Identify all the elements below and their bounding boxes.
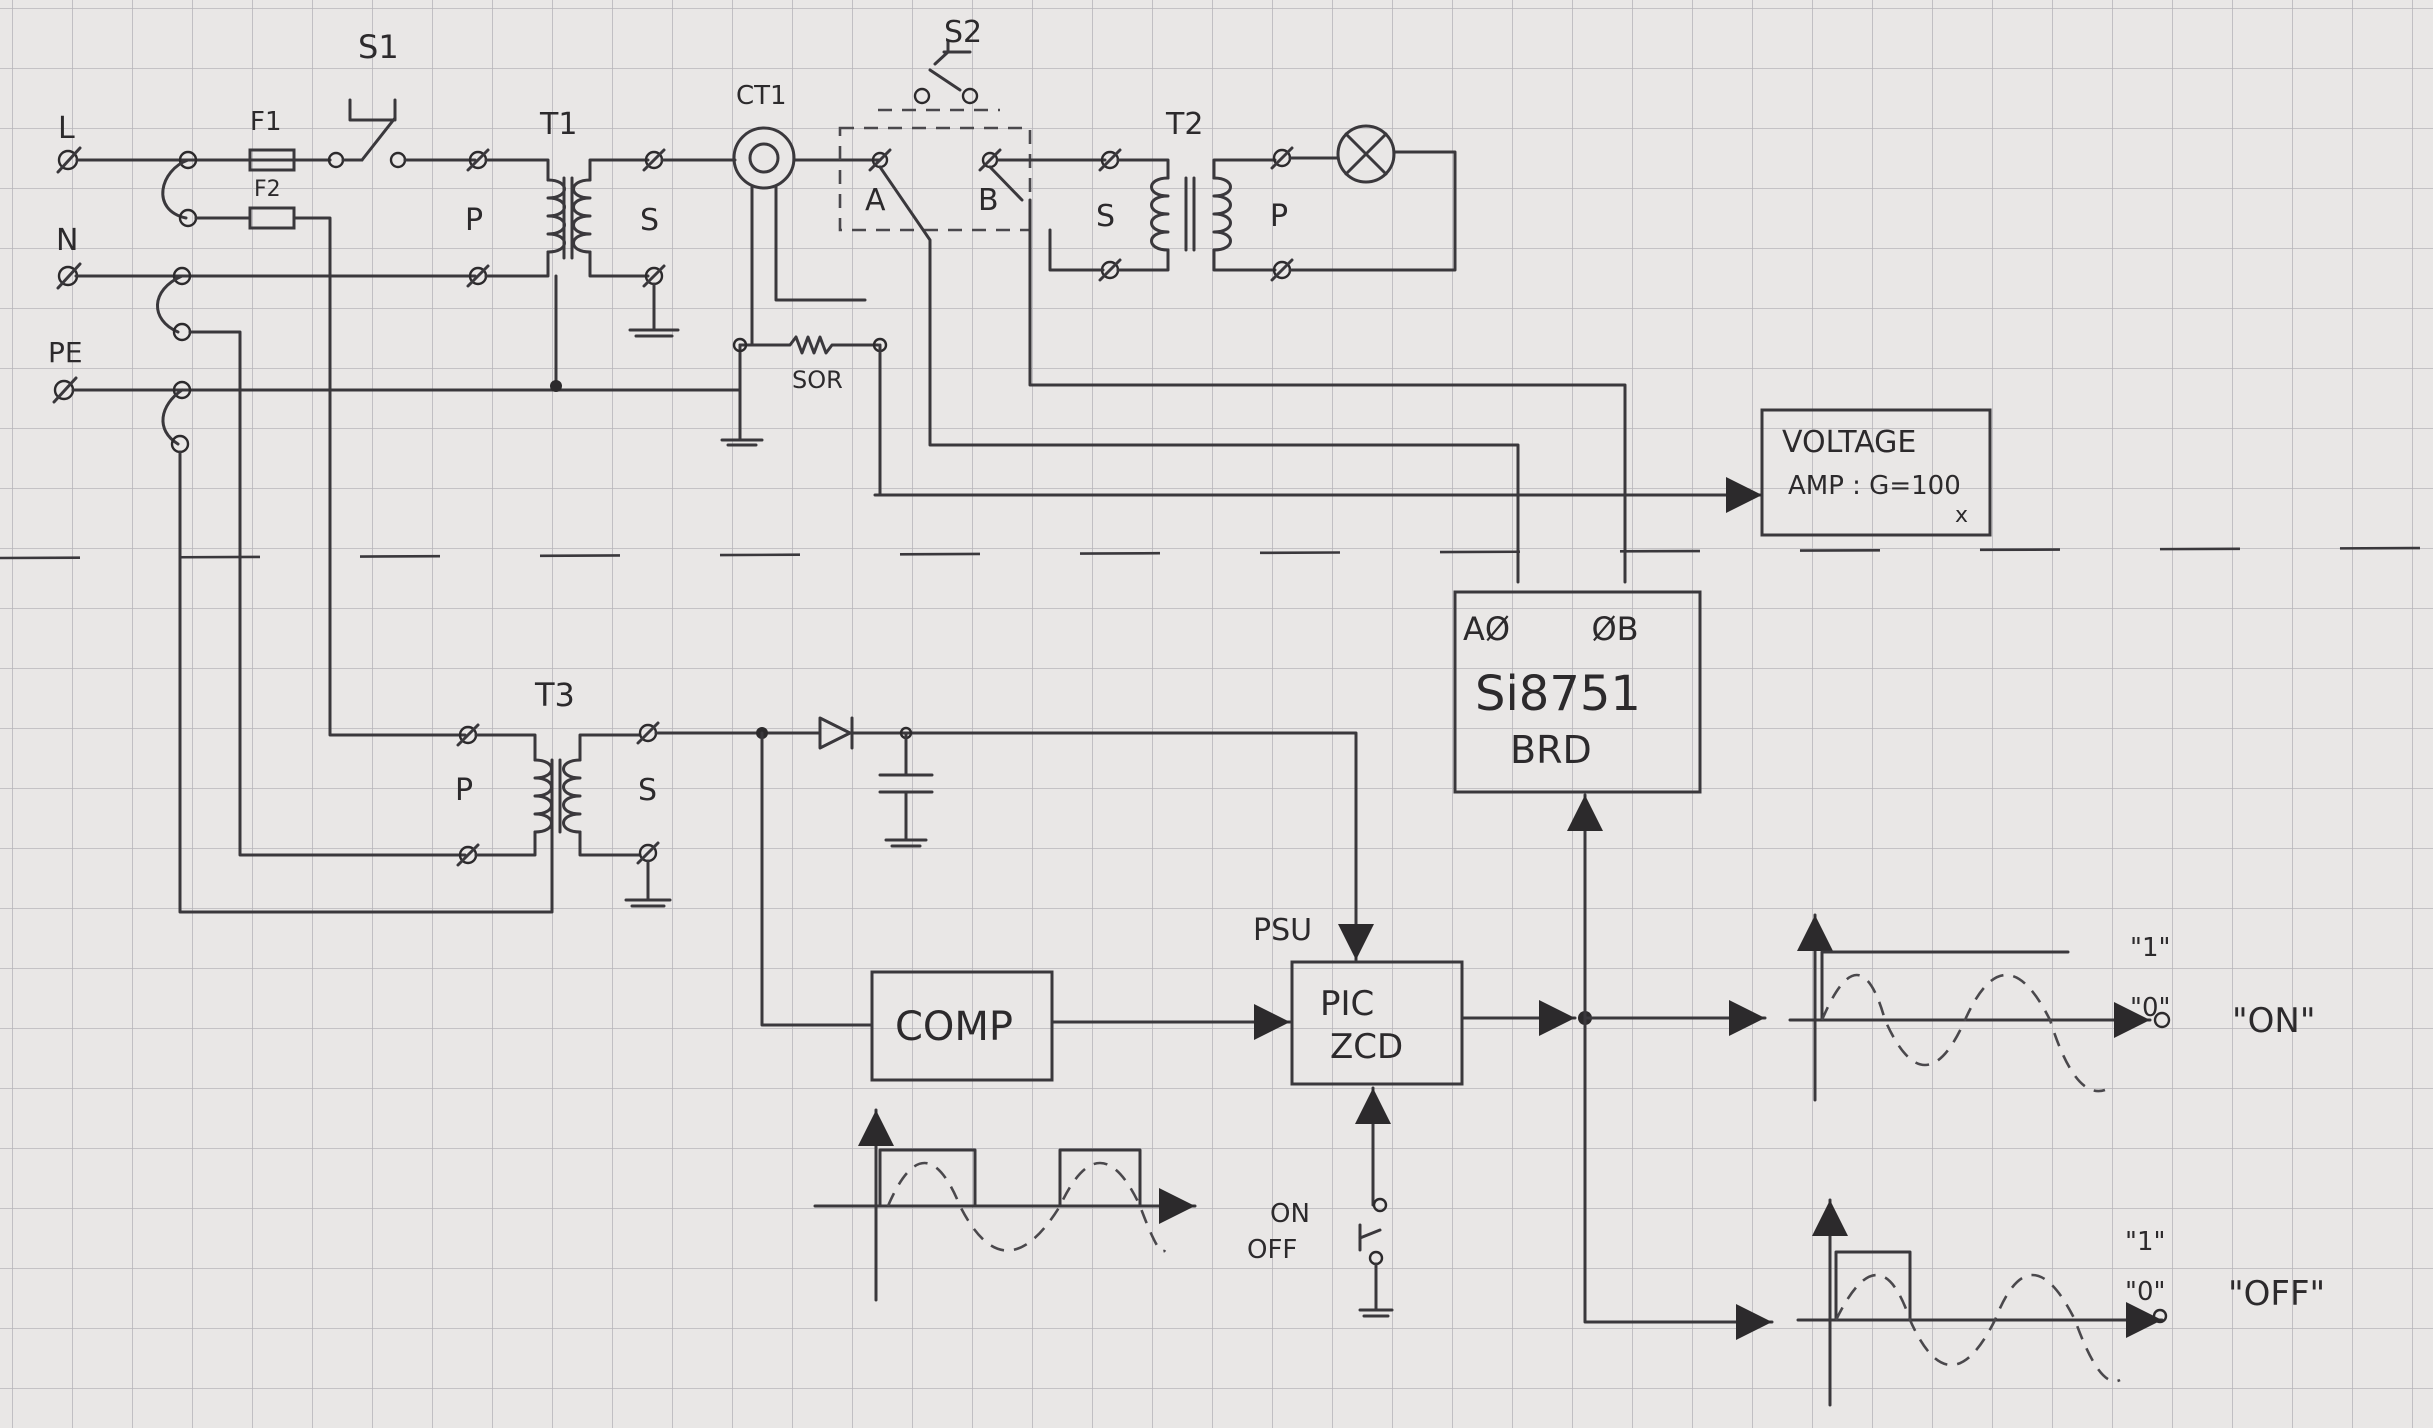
relay-box [838,126,1032,232]
on-high-label: "1" [2130,933,2170,963]
voltage-amp-suffix: x [1955,503,1968,528]
isolator-sub: BRD [1510,728,1592,772]
ct1-label: CT1 [736,81,787,111]
terminal-label-pe: PE [48,336,83,369]
switch-s1-label: S1 [358,28,399,66]
t1-secondary-label: S [640,203,659,238]
psu-rectifier [654,716,1374,1027]
contact-b-label: B [978,183,999,218]
t2-label: T2 [1165,107,1203,142]
on-low-label: "0" [2130,993,2170,1023]
off-state-label: "OFF" [2228,1274,2325,1314]
lamp-icon [1336,124,1396,184]
switch-on-label: ON [1270,1199,1310,1229]
fuse-f2-label: F2 [254,177,281,202]
t1-primary-label: P [465,203,483,238]
voltage-amp-line1: VOLTAGE [1782,425,1916,460]
t3-label: T3 [534,676,575,714]
t2-primary-label: P [1270,199,1288,234]
fuse-f1-label: F1 [250,107,282,137]
t3-primary-label: P [455,773,473,808]
transformer-t2 [1048,124,1457,282]
pic-line2: ZCD [1330,1027,1403,1067]
transformer-t1 [466,148,680,392]
mains-terminals: L N PE [48,111,83,404]
resistor-sor [738,335,880,355]
comp-label: COMP [895,1004,1013,1050]
relay-s2 [838,40,1627,584]
isolator-pins: AØ ØB [1463,610,1639,648]
on-state-label: "ON" [2232,1001,2315,1041]
contact-a-label: A [865,183,886,218]
switch-s1 [360,116,397,162]
terminal-label-n: N [56,223,78,258]
terminal-label-l: L [58,111,75,146]
voltage-amp-line2: AMP : G=100 [1788,471,1961,501]
t3-secondary-label: S [638,773,657,808]
off-low-label: "0" [2125,1277,2165,1307]
t2-secondary-label: S [1096,199,1115,234]
t1-label: T1 [539,107,577,142]
on-off-switch[interactable] [1358,1197,1394,1318]
isolator-name: Si8751 [1475,666,1641,722]
switch-off-label: OFF [1247,1235,1297,1265]
psu-label: PSU [1253,913,1312,948]
transformer-t3 [456,721,672,908]
pic-line1: PIC [1320,984,1374,1024]
diode-icon [818,716,852,750]
resistor-label: SOR [792,366,843,394]
output-on-waveform-icon [1788,913,2171,1102]
pic-zcd-block [1290,793,1774,1340]
mains-wiring [71,98,742,914]
s2-label: S2 [944,15,982,50]
comp-waveform-icon [813,1108,1197,1302]
isolator-block [1453,590,1702,794]
voltage-amp-block [873,408,1992,537]
isolation-barrier [0,546,2433,560]
off-high-label: "1" [2125,1227,2165,1257]
comparator-block [870,970,1292,1082]
output-off-waveform-icon [1796,1198,2168,1407]
switch-s2 [928,68,962,92]
